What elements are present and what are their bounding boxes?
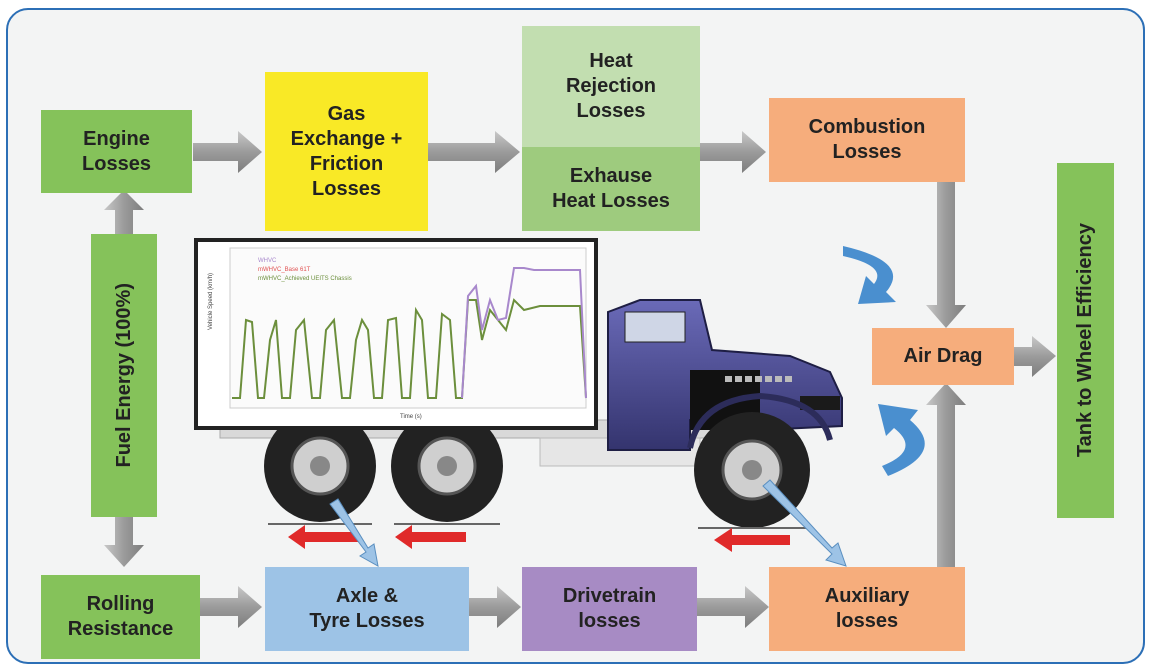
combustion-label: Combustion Losses [808, 116, 926, 163]
chart-xlabel: Time (s) [400, 414, 422, 420]
axle-tyre-label: Axle & Tyre Losses [309, 585, 425, 632]
axle-tyre-losses-box: Axle & Tyre Losses [265, 567, 469, 651]
gray-flow-arrow [697, 586, 769, 628]
drivetrain-label: Drivetrain losses [562, 585, 657, 632]
auxiliary-label: Auxiliary losses [824, 585, 910, 632]
chart-legend-2: mWHVC_Base 61T [258, 267, 311, 273]
blue-diagonal-arrow [329, 498, 379, 567]
gray-flow-arrow [1014, 336, 1056, 377]
gray-flow-arrow [193, 131, 262, 173]
tank-to-wheel-box: Tank to Wheel Efficiency [1057, 163, 1114, 518]
gray-flow-arrow [700, 131, 766, 173]
gas-exchange-friction-box: Gas Exchange + Friction Losses [265, 72, 428, 231]
gray-flow-arrow [926, 182, 966, 328]
gray-flow-arrow [104, 517, 144, 567]
rolling-resistance-box: Rolling Resistance [41, 575, 200, 659]
chart-ylabel: Vehicle Speed (km/h) [208, 273, 214, 330]
fuel-energy-box: Fuel Energy (100%) [91, 234, 157, 517]
red-motion-arrow [395, 525, 466, 549]
gray-flow-arrow [469, 586, 521, 628]
tank-to-wheel-label: Tank to Wheel Efficiency [1074, 223, 1096, 458]
engine-losses-box: Engine Losses [41, 110, 192, 193]
chart-legend-3: mWHVC_Achieved UEITS Chassis [258, 276, 352, 282]
blue-diagonal-arrow [762, 479, 847, 567]
air-drag-box: Air Drag [872, 328, 1014, 385]
blue-curved-arrow [878, 404, 925, 476]
gray-flow-arrow [926, 383, 966, 568]
gas-exchange-label: Gas Exchange + Friction Losses [290, 102, 403, 200]
red-motion-arrow [714, 528, 790, 552]
air-drag-label: Air Drag [903, 345, 983, 367]
red-motion-arrow [288, 525, 358, 549]
heat-rejection-label: Heat Rejection Losses [565, 50, 657, 122]
heat-rejection-box: Heat Rejection Losses [522, 26, 700, 147]
fuel-energy-label: Fuel Energy (100%) [112, 283, 135, 468]
auxiliary-losses-box: Auxiliary losses [769, 567, 965, 651]
gray-flow-arrow [104, 190, 144, 234]
gray-flow-arrow [428, 131, 520, 173]
combustion-losses-box: Combustion Losses [769, 98, 965, 182]
exhaust-heat-box: Exhause Heat Losses [522, 147, 700, 231]
engine-losses-label: Engine Losses [82, 127, 151, 175]
speed-chart-inset: WHVC mWHVC_Base 61T mWHVC_Achieved UEITS… [194, 238, 598, 430]
rolling-resistance-label: Rolling Resistance [67, 593, 174, 640]
blue-curved-arrow [843, 246, 896, 304]
drivetrain-losses-box: Drivetrain losses [522, 567, 697, 651]
exhaust-heat-label: Exhause Heat Losses [552, 165, 670, 212]
chart-legend-1: WHVC [258, 258, 277, 264]
gray-flow-arrow [200, 586, 262, 628]
